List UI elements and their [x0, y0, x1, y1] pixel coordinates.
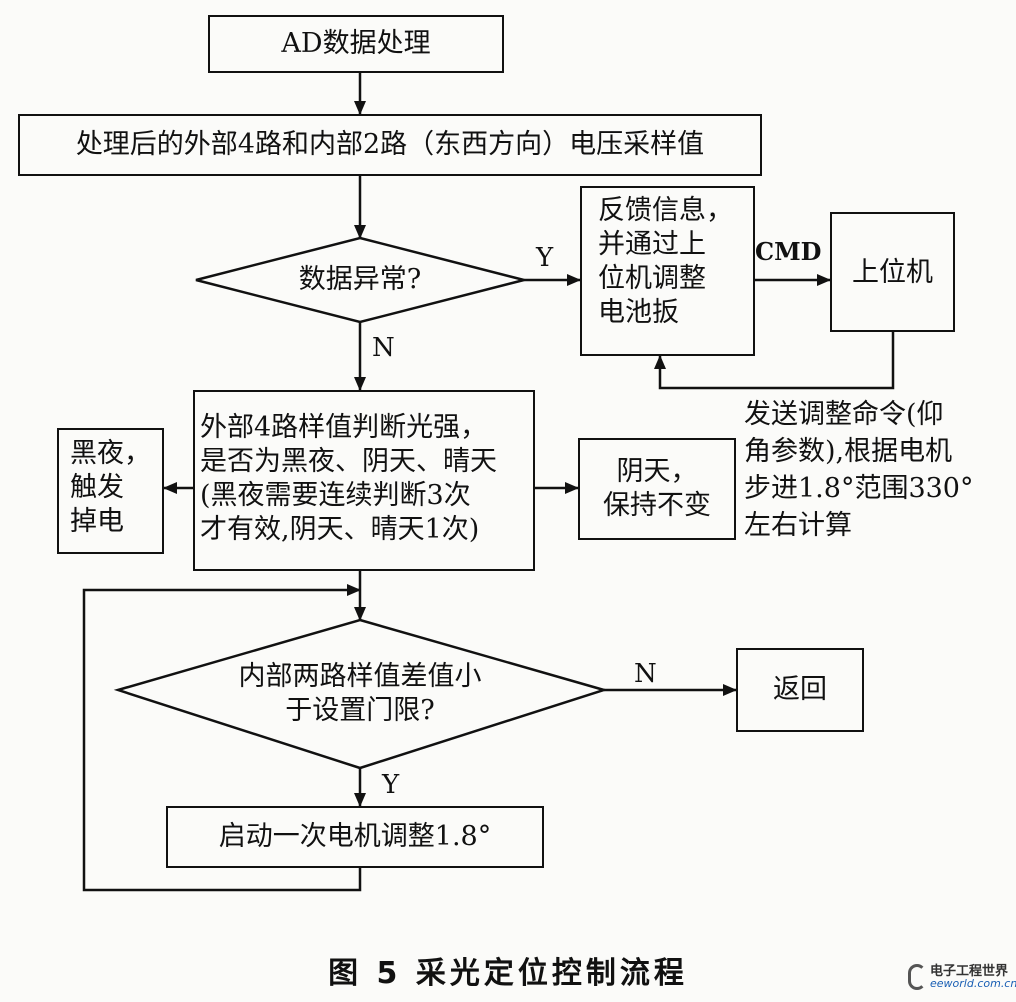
diamond-data-abnormal [195, 236, 525, 324]
edge-label-no-abnormal: N [372, 333, 395, 363]
label-cloudy: 阴天， 保持不变 [603, 456, 711, 521]
arrow-loop-back [82, 584, 362, 892]
box-ad-process [208, 15, 504, 73]
label-feedback: 反馈信息， 并通过上 位机调整 电池扳 [598, 195, 733, 328]
label-night: 黑夜， 触发 掉电 [70, 438, 151, 537]
label-ad-process: AD数据处理 [281, 28, 431, 59]
figure-caption: 图 5 采光定位控制流程 [328, 956, 688, 991]
edge-label-yes-diff: Y [382, 770, 400, 800]
label-judge-light: 外部4路样值判断光强， 是否为黑夜、阴天、晴天 (黑夜需要连续判断3次 才有效,… [200, 412, 497, 545]
arrow-host-to-feedback [654, 332, 895, 390]
edge-label-cmd: CMD [755, 237, 822, 266]
box-return [736, 648, 864, 732]
box-host [830, 212, 955, 332]
box-cloudy [578, 438, 736, 540]
label-return: 返回 [773, 674, 827, 705]
box-judge-light [193, 390, 535, 571]
eeworld-logo-icon [908, 964, 926, 990]
eeworld-logo: 电子工程世界 eeworld.com.cn [908, 958, 1016, 998]
box-motor-adjust [166, 806, 544, 868]
label-host: 上位机 [852, 257, 933, 288]
label-data-abnormal: 数据异常? [298, 264, 422, 295]
edge-label-yes-abnormal: Y [536, 243, 554, 273]
box-night [57, 428, 164, 554]
note-send-command: 发送调整命令(仰 角参数),根据电机 步进1.8°范围330° 左右计算 [744, 399, 974, 541]
edge-label-no-diff: N [634, 659, 657, 689]
logo-line2: eeworld.com.cn [930, 977, 1016, 990]
logo-line1: 电子工程世界 [930, 964, 1009, 979]
box-sample-values [18, 114, 762, 176]
label-sample-values: 处理后的外部4路和内部2路（东西方向）电压采样值 [75, 129, 705, 160]
label-diff-check: 内部两路样值差值小 于设置门限? [238, 661, 482, 726]
diamond-diff-check [113, 618, 609, 770]
label-motor-adjust: 启动一次电机调整1.8° [218, 821, 492, 852]
box-feedback [580, 186, 755, 356]
